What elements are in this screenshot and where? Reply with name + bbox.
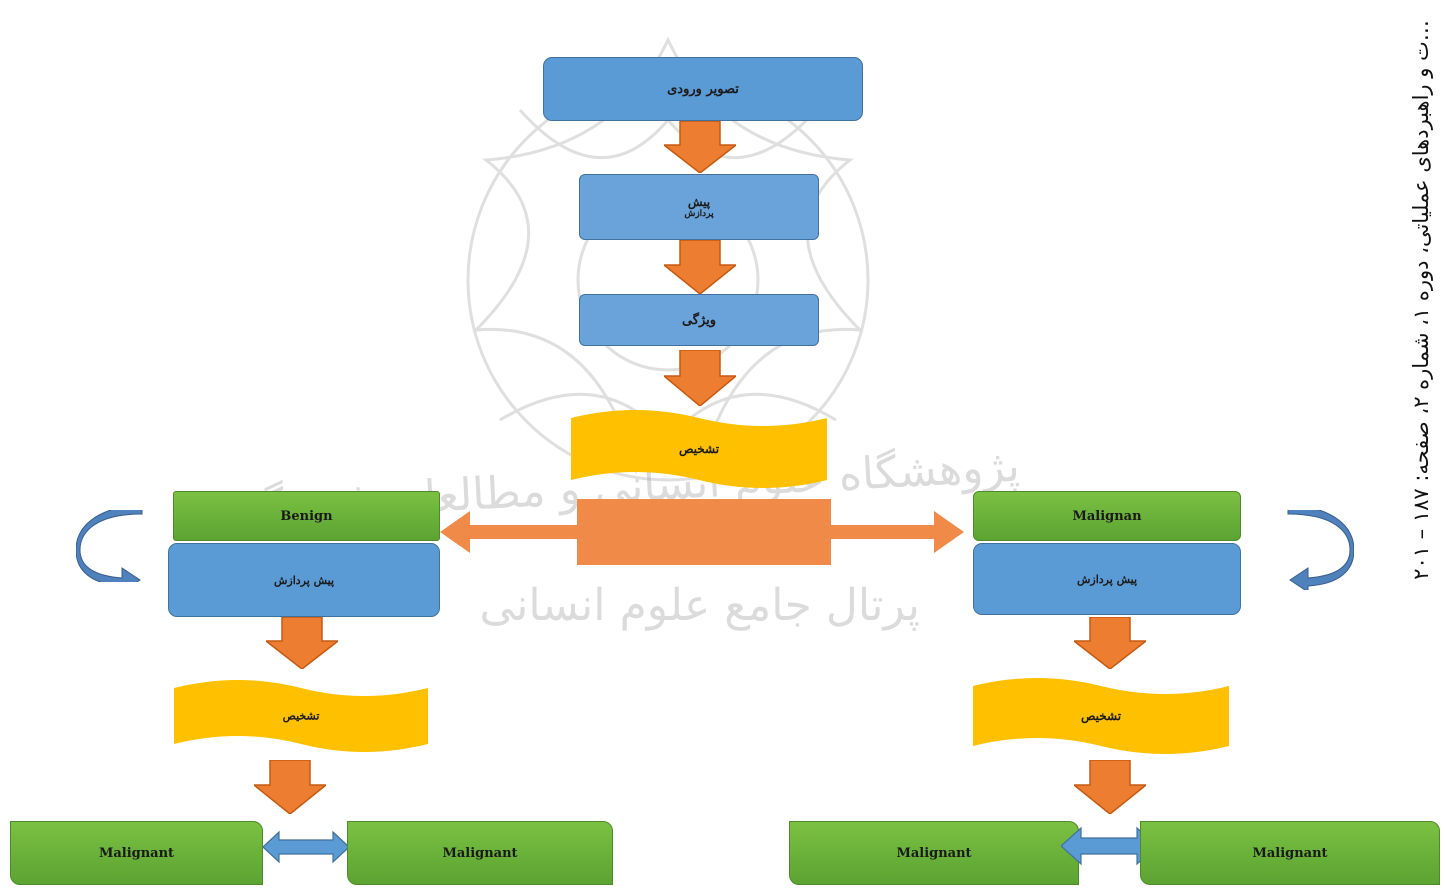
feature-box: ویژگی — [579, 294, 819, 346]
benign-label: Benign — [280, 508, 333, 524]
down-arrow-1 — [664, 121, 736, 173]
watermark-text-2: پرتال جامع علوم انسانی — [479, 580, 920, 631]
feature-label: ویژگی — [681, 312, 717, 328]
right-bottom-double-arrow — [1061, 826, 1157, 866]
left-bottom-double-arrow — [263, 830, 349, 864]
down-arrow-3 — [664, 350, 736, 406]
side-caption: …ت و راهبردهای عملیاتی، دوره ۱، شماره ۲،… — [1409, 20, 1433, 580]
ll-result-box: Malignant — [10, 821, 263, 885]
left-preprocess-label: پیش پردازش — [273, 573, 335, 587]
preprocess-box: پیش پردازش — [579, 174, 819, 240]
left-preprocess-box: پیش پردازش — [168, 543, 440, 617]
down-arrow-2 — [664, 240, 736, 294]
lr-result-box: Malignant — [347, 821, 613, 885]
benign-box: Benign — [173, 491, 440, 541]
right-preprocess-label: پیش پردازش — [1076, 572, 1138, 586]
preprocess-label-2: پردازش — [684, 209, 714, 219]
malignan-label: Malignan — [1072, 508, 1142, 524]
right-diagnosis-label: تشخیص — [1080, 709, 1122, 723]
left-down-arrow-2 — [254, 760, 326, 814]
side-caption-container: …ت و راهبردهای عملیاتی، دوره ۱، شماره ۲،… — [1397, 0, 1445, 888]
right-loop-arrow — [1287, 510, 1354, 590]
preprocess-label-1: پیش — [687, 195, 711, 209]
diagnosis-main-label: تشخیص — [678, 442, 720, 456]
left-diagnosis-banner: تشخیص — [174, 680, 428, 752]
lr-result-label: Malignant — [442, 845, 518, 861]
right-down-arrow-1 — [1074, 617, 1146, 669]
diagnosis-main-banner: تشخیص — [571, 410, 827, 488]
left-diagnosis-label: تشخیص — [282, 709, 320, 723]
right-preprocess-box: پیش پردازش — [973, 543, 1241, 615]
input-image-box: تصویر ورودی — [543, 57, 863, 121]
ll-result-label: Malignant — [98, 845, 175, 861]
left-down-arrow-1 — [266, 617, 338, 669]
malignan-box: Malignan — [973, 491, 1241, 541]
rl-result-box: Malignant — [789, 821, 1079, 885]
right-down-arrow-2 — [1074, 760, 1146, 814]
rl-result-label: Malignant — [896, 845, 972, 861]
left-loop-arrow — [76, 510, 143, 582]
right-diagnosis-banner: تشخیص — [973, 678, 1229, 754]
rr-result-box: Malignant — [1140, 821, 1440, 885]
horizontal-split-arrow — [440, 499, 964, 565]
input-image-label: تصویر ورودی — [667, 81, 739, 97]
rr-result-label: Malignant — [1252, 845, 1328, 861]
